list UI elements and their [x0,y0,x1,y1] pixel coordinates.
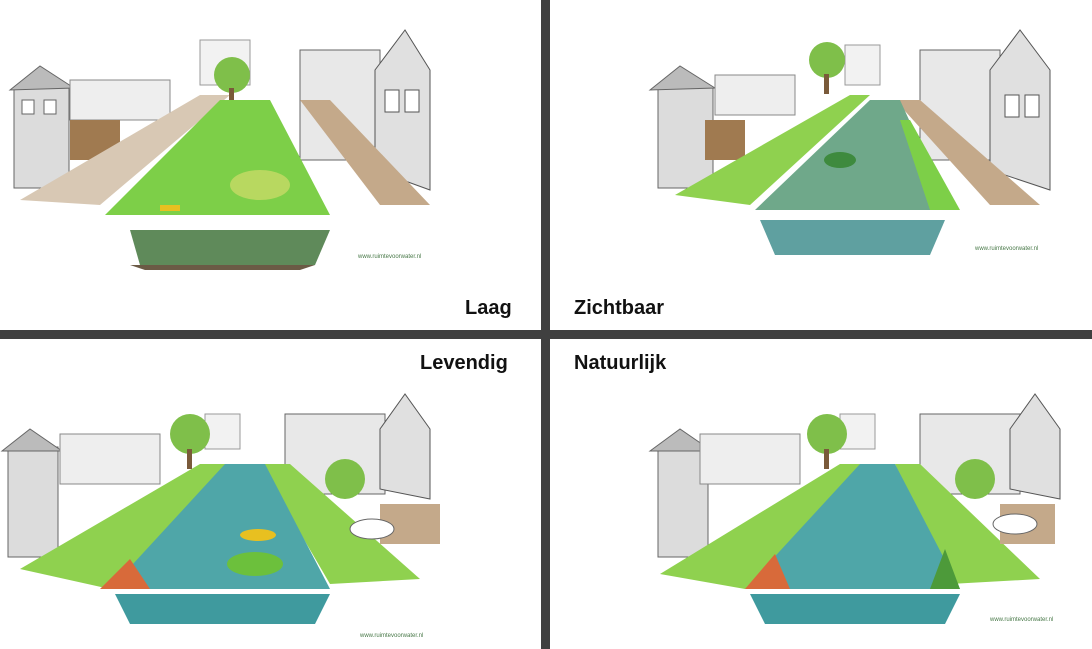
credit-text: www.ruimtevoorwater.nl [357,254,421,260]
illustration-natuurlijk: www.ruimtevoorwater.nl [648,393,1061,624]
illustration-laag: www.ruimtevoorwater.nl [8,29,431,270]
credit-text: www.ruimtevoorwater.nl [974,246,1038,252]
illustration-zichtbaar: www.ruimtevoorwater.nl [648,29,1051,255]
illustration-levendig: www.ruimtevoorwater.nl [0,393,440,639]
panel-label-zichtbaar: Zichtbaar [574,297,665,319]
vertical-divider [541,0,550,649]
panel-levendig: Levendig www.ruimtevoorwater.nl [0,339,541,649]
panel-natuurlijk: Natuurlijk www.ruimtevoorwater.nl [550,339,1092,649]
panel-label-levendig: Levendig [420,352,508,374]
panel-label-natuurlijk: Natuurlijk [574,352,667,374]
panel-label-laag: Laag [465,297,512,319]
panel-zichtbaar: www.ruimtevoorwater.nl Zichtbaar [550,0,1092,330]
credit-text: www.ruimtevoorwater.nl [989,617,1053,623]
horizontal-divider [0,330,1092,339]
panel-laag: www.ruimtevoorwater.nl Laag [0,0,541,330]
credit-text: www.ruimtevoorwater.nl [359,633,423,639]
